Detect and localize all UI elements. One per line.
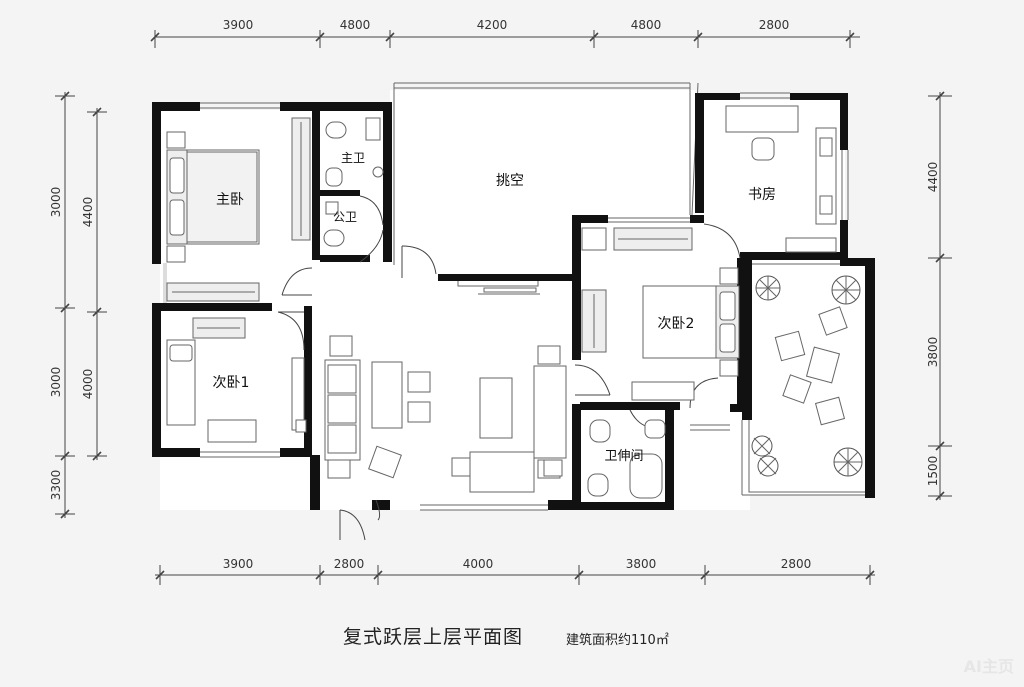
room-label-study: 书房 bbox=[748, 187, 776, 203]
dim-top-2: 4800 bbox=[340, 18, 371, 32]
dim-bottom-4: 3800 bbox=[626, 557, 657, 571]
room-label-public-bath: 公卫 bbox=[333, 210, 357, 224]
watermark: AI主页 bbox=[964, 653, 1014, 677]
dim-right-3: 1500 bbox=[926, 456, 940, 487]
column-shade bbox=[163, 263, 167, 303]
dim-top-1: 3900 bbox=[223, 18, 254, 32]
dim-left-outer-2: 3000 bbox=[49, 367, 63, 398]
area-label: 建筑面积约110㎡ bbox=[566, 629, 669, 648]
dim-right-2: 3800 bbox=[926, 337, 940, 368]
dim-top-4: 4800 bbox=[631, 18, 662, 32]
dim-left-inner-2: 4000 bbox=[81, 369, 95, 400]
plan-title: 复式跃层上层平面图 bbox=[343, 622, 523, 649]
room-label-bedroom2: 次卧2 bbox=[658, 316, 695, 332]
dim-top-3: 4200 bbox=[477, 18, 508, 32]
room-label-bathroom: 卫伸间 bbox=[604, 449, 643, 464]
room-label-void: 挑空 bbox=[496, 173, 524, 189]
room-label-master-bedroom: 主卧 bbox=[216, 192, 244, 208]
living-sofa-right bbox=[534, 366, 566, 458]
dim-bottom-3: 4000 bbox=[463, 557, 494, 571]
room-label-bedroom1: 次卧1 bbox=[213, 375, 250, 391]
dim-left-outer-3: 3300 bbox=[49, 470, 63, 501]
dim-bottom-5: 2800 bbox=[781, 557, 812, 571]
dim-right-1: 4400 bbox=[926, 162, 940, 193]
coffee-table bbox=[372, 362, 402, 428]
dim-left-inner-1: 4400 bbox=[81, 197, 95, 228]
room-label-master-bath: 主卫 bbox=[341, 151, 365, 165]
dim-bottom-2: 2800 bbox=[334, 557, 365, 571]
dim-left-outer-1: 3000 bbox=[49, 187, 63, 218]
dim-bottom-1: 3900 bbox=[223, 557, 254, 571]
dim-top-5: 2800 bbox=[759, 18, 790, 32]
